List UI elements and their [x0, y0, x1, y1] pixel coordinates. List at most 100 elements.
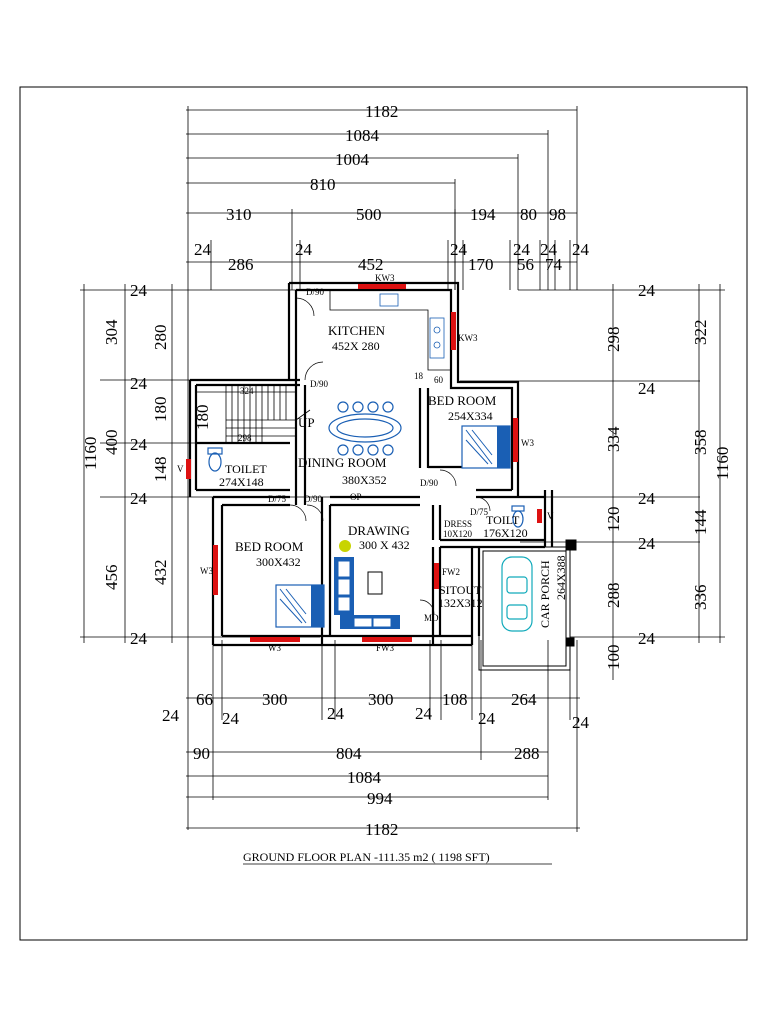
- bed-room-1-label: BED ROOM: [428, 393, 497, 408]
- dim-row-24b: 24: [295, 240, 313, 259]
- dim-left-24d: 24: [130, 489, 148, 508]
- window-v-toilet: [186, 459, 191, 479]
- dim-bot-108: 108: [442, 690, 468, 709]
- d90-drawing-label: D/90: [304, 494, 323, 504]
- dim-right-334: 334: [604, 426, 623, 452]
- dim-right-24a: 24: [638, 281, 656, 300]
- dim-left-456: 456: [102, 565, 121, 591]
- d75-toilet-label: D/75: [268, 494, 287, 504]
- dim-bot-24e: 24: [478, 709, 496, 728]
- window-fw3: [362, 637, 412, 642]
- bed-room-1-bed: [461, 425, 511, 469]
- right-dimension-labels: 24 298 24 334 24 120 24 288 24 100 322 3…: [604, 281, 732, 670]
- sitout-size: 132X312: [438, 596, 483, 610]
- drawing-sofa: [334, 540, 400, 629]
- dim-bot-24c: 24: [327, 704, 345, 723]
- dim-left-1160: 1160: [81, 437, 100, 470]
- bed-room-2-size: 300X432: [256, 555, 301, 569]
- dim-right-120: 120: [604, 507, 623, 533]
- dim-bot-300a: 300: [262, 690, 288, 709]
- dim-left-148: 148: [151, 457, 170, 483]
- bottom-dimension-lines: [186, 640, 580, 832]
- dim-bot-1182: 1182: [365, 820, 398, 839]
- dim-left-280: 280: [151, 325, 170, 351]
- kitchen-label: KITCHEN: [328, 323, 386, 338]
- dim-row-24a: 24: [194, 240, 212, 259]
- toilet-1-label: TOILET: [225, 462, 267, 476]
- toilet-fixtures: [207, 447, 525, 528]
- dim-bot-90: 90: [193, 744, 210, 763]
- dim-row-74: 74: [545, 255, 563, 274]
- toilet-2-label: TOILT: [486, 513, 520, 527]
- kw3-top-label: KW3: [375, 273, 395, 283]
- dim-left-24e: 24: [130, 629, 148, 648]
- drawing-size: 300 X 432: [359, 538, 410, 552]
- drawing-label: DRAWING: [348, 523, 410, 538]
- dim-right-298: 298: [604, 327, 623, 353]
- dim-left-24c: 24: [130, 435, 148, 454]
- room-labels: KITCHEN 452X 280 BED ROOM 254X334 DINING…: [219, 323, 568, 628]
- stair-up-label: UP: [298, 415, 315, 430]
- v-toilet-label: V: [177, 464, 184, 474]
- drawing-frame: [19, 86, 748, 941]
- dim-row-56: 56: [517, 255, 534, 274]
- v-toilet2-label: V: [547, 511, 554, 521]
- window-v-toilet2: [537, 509, 542, 523]
- annotations: UP OP MD KW3 KW3 W3 W3 W3 FW3 FW2 V V D/…: [177, 273, 554, 653]
- bed-room-2-label: BED ROOM: [235, 539, 304, 554]
- windows: [186, 284, 542, 642]
- dim-right-24e: 24: [638, 629, 656, 648]
- dim-bot-300b: 300: [368, 690, 394, 709]
- fw3-label: FW3: [376, 643, 395, 653]
- bed-room-1-size: 254X334: [448, 409, 493, 423]
- top-dimension-lines: [186, 106, 578, 830]
- stair-298-label: 298: [238, 433, 252, 443]
- dining-label: DINING ROOM: [298, 455, 387, 470]
- car-porch-size: 264X388: [554, 555, 568, 600]
- window-w3-bottom: [250, 637, 300, 642]
- dim-right-358: 358: [691, 430, 710, 456]
- dim-top-1084: 1084: [345, 126, 380, 145]
- dim-top-1182: 1182: [365, 102, 398, 121]
- dim-right-1160: 1160: [713, 447, 732, 480]
- opening-label: OP: [350, 492, 362, 502]
- dim-stair-180: 180: [193, 405, 212, 431]
- w3-bed2-label: W3: [200, 566, 213, 576]
- dim-row-170: 170: [468, 255, 494, 274]
- dining-table: [328, 401, 402, 456]
- dress-size: 10X120: [443, 529, 472, 539]
- dim-top-80: 80: [520, 205, 537, 224]
- dim-bot-994: 994: [367, 789, 393, 808]
- dim-18-label: 18: [414, 371, 424, 381]
- toilet-2-size: 176X120: [483, 526, 528, 540]
- dim-top-1004: 1004: [335, 150, 370, 169]
- window-bed1: [513, 418, 518, 462]
- sitout-label: SITOUT: [439, 583, 482, 597]
- bed-room-2-bed: [275, 584, 325, 628]
- dim-bot-288: 288: [514, 744, 540, 763]
- right-dimension-lines: [460, 284, 725, 680]
- dim-right-24b: 24: [638, 379, 656, 398]
- dim-bot-24a: 24: [162, 706, 180, 725]
- w3-bottom-label: W3: [268, 643, 281, 653]
- dim-right-144: 144: [691, 509, 710, 535]
- toilet-1-size: 274X148: [219, 475, 264, 489]
- dim-bot-804: 804: [336, 744, 362, 763]
- d90-bed1-label: D/90: [420, 478, 439, 488]
- dim-right-288: 288: [604, 583, 623, 609]
- kitchen-counter: [329, 290, 451, 371]
- dress-label: DRESS: [444, 519, 472, 529]
- dim-left-24a: 24: [130, 281, 148, 300]
- main-door-label: MD: [424, 613, 439, 623]
- stair-324-label: 324: [240, 386, 254, 396]
- car-porch-outline: [478, 539, 577, 671]
- dim-bot-1084: 1084: [347, 768, 382, 787]
- window-kw3-right: [451, 312, 456, 350]
- dim-row-24c: 24: [450, 240, 468, 259]
- dim-bot-264: 264: [511, 690, 537, 709]
- dim-top-98: 98: [549, 205, 566, 224]
- window-kw3-top: [358, 284, 406, 289]
- car-icon: [501, 556, 533, 632]
- kw3-right-label: KW3: [458, 333, 478, 343]
